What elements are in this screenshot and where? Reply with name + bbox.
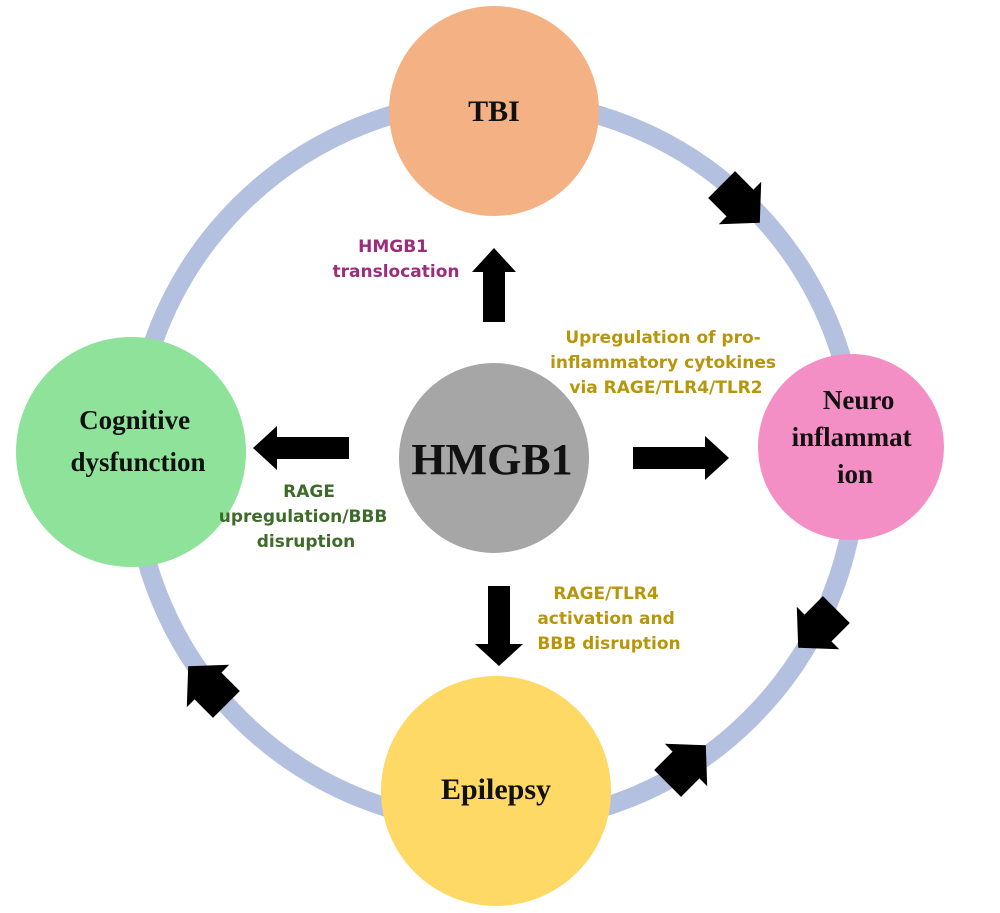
arrow-hmgb1-to-epilepsy: [475, 586, 523, 666]
label-cytokine-upregulation-line-3: via RAGE/TLR4/TLR2: [569, 378, 762, 398]
label-rage-upregulation: RAGE upregulation/BBB disruption: [219, 482, 394, 552]
label-hmgb1-translocation: HMGB1 translocation: [333, 237, 460, 282]
node-hmgb1-label: HMGB1: [411, 435, 572, 484]
label-rage-tlr4-activation-line-1: RAGE/TLR4: [553, 584, 659, 604]
label-hmgb1-translocation-line-1: HMGB1: [358, 237, 428, 257]
arrow-hmgb1-to-neuro: [633, 436, 729, 480]
label-cytokine-upregulation-line-2: inflammatory cytokines: [550, 353, 776, 373]
node-cognitive-label-line-1: Cognitive: [79, 405, 190, 435]
ring-arrow-epilepsy-to-neuro: [654, 743, 708, 797]
arrow-hmgb1-to-cognitive: [253, 426, 349, 470]
label-cytokine-upregulation: Upregulation of pro- inflammatory cytoki…: [550, 328, 782, 398]
label-rage-tlr4-activation-line-3: BBB disruption: [537, 634, 680, 654]
label-rage-upregulation-line-1: RAGE: [283, 482, 335, 502]
ring-arrow-epilepsy-to-cognitive: [186, 664, 240, 718]
label-rage-tlr4-activation: RAGE/TLR4 activation and BBB disruption: [537, 584, 680, 654]
node-cognitive-circle: [16, 337, 246, 567]
label-cytokine-upregulation-line-1: Upregulation of pro-: [565, 328, 760, 348]
ring-arrow-neuro-to-epilepsy: [796, 596, 850, 650]
node-epilepsy-label: Epilepsy: [441, 773, 551, 806]
node-neuro-label-line-1: Neuro: [823, 385, 895, 415]
node-epilepsy-circle: [381, 676, 611, 906]
label-hmgb1-translocation-line-2: translocation: [333, 262, 460, 282]
node-cognitive-label-line-2: dysfunction: [70, 447, 205, 477]
arrow-hmgb1-to-tbi: [472, 248, 516, 322]
node-neuro-circle: [758, 354, 944, 540]
node-cognitive-label: Cognitive dysfunction: [70, 405, 205, 477]
node-neuro-label-line-3: ion: [837, 459, 873, 489]
node-tbi-label: TBI: [468, 95, 520, 128]
node-neuro-label: Neuro inflammat ion: [792, 385, 919, 489]
label-rage-upregulation-line-2: upregulation/BBB: [219, 507, 388, 527]
node-tbi-circle: [389, 6, 599, 216]
ring-arrow-tbi-to-neuro: [708, 171, 762, 225]
label-rage-tlr4-activation-line-2: activation and: [537, 609, 674, 629]
label-rage-upregulation-line-3: disruption: [257, 532, 356, 552]
node-hmgb1-circle: [399, 363, 589, 553]
node-neuro-label-line-2: inflammat: [792, 422, 912, 452]
